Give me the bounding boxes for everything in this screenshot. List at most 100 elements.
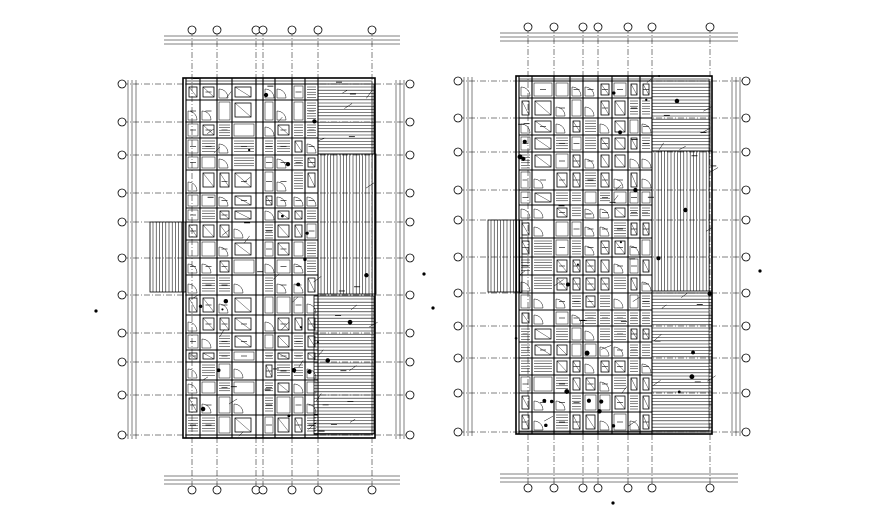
grid-bubble-circle bbox=[453, 427, 463, 437]
room-inner bbox=[233, 259, 255, 274]
fixture bbox=[614, 154, 626, 168]
door-swing bbox=[187, 383, 198, 394]
fixture bbox=[572, 277, 581, 291]
fixture bbox=[277, 417, 290, 433]
fixture-detail bbox=[534, 192, 552, 203]
room-inner bbox=[520, 191, 531, 204]
fixture bbox=[202, 172, 215, 188]
fixture bbox=[188, 352, 198, 360]
annotation-dot bbox=[586, 398, 591, 403]
room-inner bbox=[555, 311, 569, 325]
door-swing bbox=[641, 178, 652, 189]
fixture-detail bbox=[234, 297, 252, 313]
leader-line bbox=[553, 279, 564, 287]
door-swing bbox=[599, 420, 610, 431]
grid-bubble-bottom bbox=[623, 483, 633, 493]
door-swing bbox=[233, 283, 244, 294]
door-swing bbox=[218, 303, 229, 314]
fixture-detail bbox=[202, 172, 215, 188]
grid-bubble-circle bbox=[453, 321, 463, 331]
leader-line bbox=[219, 329, 225, 338]
fixture bbox=[219, 317, 230, 331]
room-inner bbox=[276, 259, 291, 274]
room-inner bbox=[584, 191, 597, 204]
fixture bbox=[277, 124, 290, 136]
fixture bbox=[307, 157, 316, 168]
room-inner bbox=[293, 396, 304, 414]
room-inner bbox=[201, 156, 216, 169]
fixture bbox=[294, 417, 303, 433]
grid-bubble-left bbox=[117, 188, 127, 198]
room-inner bbox=[233, 351, 255, 361]
fixture bbox=[234, 335, 252, 348]
grid-bubble-circle bbox=[741, 353, 751, 363]
fixture bbox=[585, 295, 596, 308]
door-swing bbox=[201, 403, 212, 414]
grid-bubble-circle bbox=[405, 150, 415, 160]
annotation-dot bbox=[325, 358, 331, 363]
fixture bbox=[277, 224, 290, 238]
grid-bubble-top bbox=[313, 25, 323, 35]
door-swing bbox=[584, 363, 595, 374]
fixture bbox=[277, 352, 290, 360]
grid-bubble-circle bbox=[117, 150, 127, 160]
fixture bbox=[234, 172, 252, 188]
fixture-detail bbox=[534, 100, 552, 116]
leader-line bbox=[709, 167, 719, 173]
room-inner bbox=[264, 156, 274, 169]
grid-bubble-right bbox=[405, 150, 415, 160]
leader-line bbox=[280, 322, 289, 331]
grid-bubble-bottom bbox=[187, 485, 197, 495]
room-inner bbox=[571, 343, 582, 357]
door-swing bbox=[571, 86, 582, 97]
fixture-detail bbox=[307, 172, 316, 188]
fixture bbox=[202, 224, 215, 238]
grid-bubble-right bbox=[405, 79, 415, 89]
grid-bubble-circle bbox=[453, 215, 463, 225]
grid-bubble-left bbox=[453, 353, 463, 363]
fixture bbox=[556, 207, 568, 218]
leader-line bbox=[707, 375, 716, 382]
grid-bubble-circle bbox=[405, 217, 415, 227]
fixture bbox=[219, 172, 230, 188]
door-swing bbox=[218, 158, 229, 169]
fixture bbox=[219, 224, 230, 238]
grid-bubble-top bbox=[549, 22, 559, 32]
fixture bbox=[614, 100, 626, 116]
leader-line bbox=[614, 184, 622, 191]
fixture bbox=[614, 360, 626, 373]
hatched-area bbox=[317, 153, 377, 295]
grid-bubble-right bbox=[405, 217, 415, 227]
fixture-detail bbox=[202, 224, 215, 238]
grid-bubble-left bbox=[117, 430, 127, 440]
grid-bubble-circle bbox=[523, 22, 533, 32]
annotation-dot bbox=[611, 424, 616, 428]
fixture bbox=[534, 137, 552, 150]
door-swing bbox=[599, 208, 610, 219]
fixture bbox=[534, 120, 552, 133]
fixture bbox=[600, 154, 610, 168]
annotation-dot bbox=[291, 368, 297, 373]
fixture bbox=[277, 382, 290, 393]
grid-bubble-circle bbox=[212, 25, 222, 35]
room-inner bbox=[555, 82, 569, 97]
fixture bbox=[188, 86, 198, 98]
fixture bbox=[642, 259, 650, 273]
grid-bubble-circle bbox=[117, 253, 127, 263]
room-inner bbox=[520, 376, 531, 392]
annotation-dot bbox=[307, 369, 312, 374]
grid-bubble-right bbox=[741, 252, 751, 262]
fixture bbox=[277, 317, 290, 331]
grid-bubble-circle bbox=[117, 79, 127, 89]
door-swing bbox=[520, 86, 531, 97]
leader-line bbox=[706, 227, 712, 232]
grid-bubble-circle bbox=[117, 188, 127, 198]
grid-bubble-circle bbox=[117, 117, 127, 127]
grid-bubble-bottom bbox=[367, 485, 377, 495]
fixture bbox=[234, 297, 252, 313]
fixture bbox=[600, 240, 610, 255]
annotation-dot bbox=[247, 148, 251, 152]
grid-bubble-bottom bbox=[313, 485, 323, 495]
fixture bbox=[585, 414, 596, 430]
fixture-detail bbox=[521, 395, 530, 410]
